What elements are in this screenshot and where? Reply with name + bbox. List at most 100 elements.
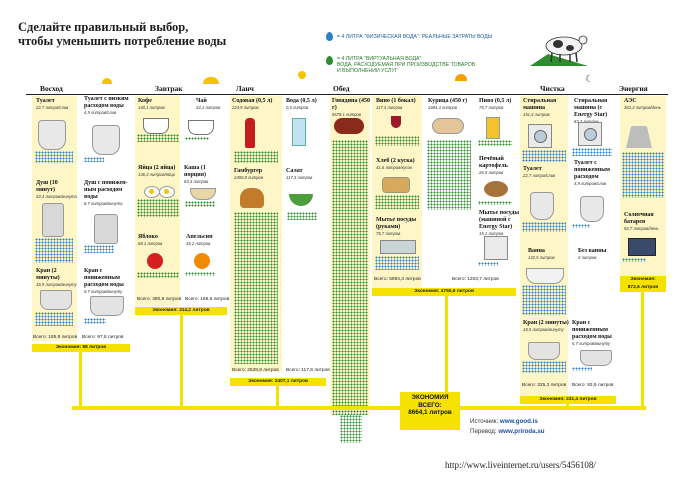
item-kran-sub: 18,9 литров/минуту (36, 282, 77, 287)
item-voda-name: Вода (0,5 л) (286, 98, 317, 104)
item-tualet-eco: Туалет с низким расходом воды 4,9 литров… (84, 96, 132, 115)
water-glass-icon (292, 118, 306, 146)
item-tualet: Туалет 22,7 литра/слив (36, 98, 78, 110)
item-solar: Солнечная батарея 92,7 литров/день (624, 212, 666, 231)
grand-total-box (400, 392, 460, 430)
connector (79, 352, 82, 408)
cow-icon (530, 35, 588, 66)
physical-water-dots (522, 150, 566, 162)
potato-icon (484, 181, 508, 197)
item-soda-sub: 224,9 литров (232, 105, 259, 110)
item-govyadina-name: Говядина (450 г) (332, 98, 370, 111)
total-lanch-standard: Всего: 2528,9 литров (232, 368, 279, 373)
physical-water-dots (84, 245, 114, 253)
item-tualet2-eco: Туалет с пониженным расходом 4,9 литров/… (574, 160, 618, 186)
economy-zavtrak: Экономия: 314,2 литров (135, 307, 227, 315)
item-gamburger-sub: 2400,8 литров (234, 175, 263, 180)
section-divider (26, 94, 668, 95)
item-kran-eco-name: Кран с пониженным расходом воды (84, 268, 124, 288)
legend-physical: = 4 ЛИТРА "ФИЗИЧЕСКАЯ ВОДА": РЕАЛЬНЫЕ ЗА… (337, 34, 493, 40)
eco-toilet-icon (92, 125, 120, 155)
noon-sun-icon (298, 71, 306, 79)
section-lanch: Ланч (236, 84, 254, 93)
item-kuritsa-name: Курица (450 г) (428, 98, 468, 104)
item-tualet2-sub: 22,7 литра/слив (523, 173, 556, 178)
sunrise-icon (102, 78, 112, 84)
item-tualet-sub: 22,7 литра/слив (36, 105, 69, 110)
moon-icon: ☾ (585, 74, 594, 85)
economy-obed: Экономия: 4750,6 литров (372, 288, 516, 296)
item-kofe-name: Кофе (138, 98, 152, 104)
virtual-water-dots (478, 140, 512, 146)
item-govyadina-sub: 5678,1 литров (332, 112, 361, 117)
section-chistka: Чистка (540, 84, 565, 93)
item-posuda-eco: Мытье посуды (машиной с Energy Star) 15,… (479, 210, 519, 236)
item-khleb: Хлеб (2 куска) 41,6 литров/кусок (376, 158, 422, 170)
item-apelsin-name: Апельсин (186, 234, 213, 240)
grand-total: ЭКОНОМИЯ ВСЕГО: 8664,1 литров (400, 394, 460, 417)
item-tualet-eco-name: Туалет с низким расходом воды (84, 96, 129, 109)
item-apelsin-sub: 49,2 литров (186, 241, 211, 246)
sunset-icon (455, 74, 467, 81)
virtual-water-dots (340, 415, 362, 443)
physical-water-dots (572, 148, 612, 156)
item-salat: Салат 117,3 литров (286, 168, 328, 180)
item-bez-vanny-name: Без ванны (578, 248, 607, 254)
total-voskhod-eco: Всего: 97,8 литров (82, 335, 124, 340)
item-kasha-sub: 83,3 литров (184, 179, 209, 184)
item-vino-name: Вино (1 бокал) (376, 98, 416, 104)
apple-icon (147, 253, 163, 269)
economy-voskhod: Экономия: 88 литров (32, 344, 130, 352)
connector (276, 386, 279, 408)
item-posuda-name: Мытье посуды (руками) (376, 217, 417, 230)
translation-line: Перевод: www.priroda.su (470, 428, 545, 435)
item-kran2-name: Кран (2 минуты) (523, 320, 569, 326)
green-drop-icon (326, 56, 333, 65)
physical-water-dots (622, 152, 664, 198)
section-zavtrak: Завтрак (155, 84, 183, 93)
sink-icon (380, 240, 416, 254)
total-obed-standard: Всего: 5954,3 литров (374, 277, 421, 282)
item-dush: Душ (10 минут) 34,4 литров/минута (36, 180, 78, 199)
physical-water-dots (84, 318, 106, 324)
legend-virtual-line-1: = 4 ЛИТРА "ВИРТУАЛЬНАЯ ВОДА": (337, 56, 423, 62)
item-solar-name: Солнечная батарея (624, 212, 654, 225)
virtual-water-dots (287, 212, 317, 220)
item-bez-vanny: Без ванны 0 литров (578, 248, 616, 260)
coffee-cup-icon (143, 118, 169, 134)
item-vino-sub: 117,3 литров (376, 105, 403, 110)
physical-water-dots (478, 262, 498, 266)
item-khleb-sub: 41,6 литров/кусок (376, 165, 412, 170)
power-plant-icon (626, 126, 652, 148)
title-line-1: Сделайте правильный выбор, (18, 20, 189, 34)
virtual-water-dots (185, 272, 215, 276)
bread-icon (382, 177, 410, 193)
virtual-water-dots (332, 140, 368, 415)
total-zavtrak-standard: Всего: 480,8 литров (137, 297, 182, 302)
steak-icon (334, 118, 364, 134)
item-kofe-sub: 140,1 литров (138, 105, 165, 110)
item-kran: Кран (2 минуты) 18,9 литров/минуту (36, 268, 78, 287)
physical-water-dots (35, 151, 73, 163)
eco-faucet-icon (90, 296, 124, 316)
virtual-water-dots (478, 201, 512, 205)
item-yabloko-name: Яблоко (138, 234, 158, 240)
physical-water-dots (522, 361, 566, 373)
item-gamburger: Гамбургер 2400,8 литров (234, 168, 282, 180)
physical-water-dots (522, 222, 566, 232)
item-pivo-sub: 75,7 литров (479, 105, 504, 110)
item-kuritsa-sub: 1684,4 литров (428, 105, 457, 110)
item-vanna-sub: 132,5 литров (528, 255, 555, 260)
item-yaitsa-sub: 136,3 литров/яйцо (138, 172, 176, 177)
toilet-icon (38, 120, 66, 150)
column-chistka-eco (570, 96, 616, 396)
item-kasha-name: Каша (1 порция) (184, 165, 206, 178)
salad-icon (289, 194, 313, 206)
economy-energiya-label: Экономия: (630, 277, 656, 282)
item-tualet2-eco-name: Туалет с пониженным расходом (574, 160, 610, 180)
item-stiralka-eco-name: Стиральная машина (с Energy Star) (574, 98, 608, 118)
faucet-icon (528, 342, 560, 360)
item-stiralka-name: Стиральная машина (523, 98, 557, 111)
virtual-water-dots (427, 140, 471, 210)
eco-toilet-icon (580, 196, 604, 222)
